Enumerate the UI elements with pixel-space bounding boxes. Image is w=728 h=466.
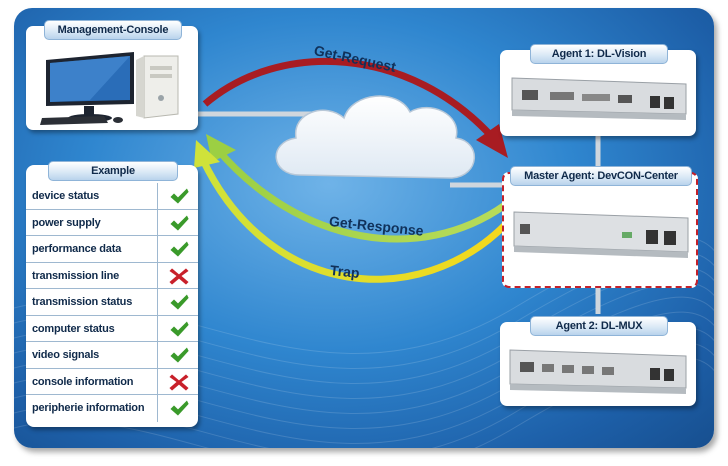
example-row-label: peripherie information (32, 402, 145, 414)
example-row: peripherie information (26, 395, 198, 422)
master-agent-box[interactable]: Master Agent: DevCON-Center (502, 166, 698, 288)
cross-icon (157, 262, 198, 288)
rack-device-icon (509, 349, 687, 394)
example-row: computer status (26, 315, 198, 342)
example-row: console information (26, 368, 198, 395)
pc-tower-icon (136, 55, 179, 119)
example-row: transmission status (26, 289, 198, 316)
pc-monitor-icon (46, 52, 134, 122)
example-row-label: transmission status (32, 296, 133, 308)
rack-device-icon (513, 211, 689, 258)
example-row: power supply (26, 209, 198, 236)
example-row-label: video signals (32, 349, 100, 361)
agent1-title: Agent 1: DL-Vision (530, 44, 668, 64)
example-table: Example device status power supply perform… (26, 161, 198, 427)
example-row: performance data (26, 236, 198, 263)
check-icon (157, 209, 198, 235)
agent1-box[interactable]: Agent 1: DL-Vision (500, 44, 696, 136)
rack-device-icon (511, 77, 687, 120)
master-agent-title: Master Agent: DevCON-Center (510, 166, 692, 186)
agent2-box[interactable]: Agent 2: DL-MUX (500, 316, 696, 406)
trap-label: Trap (329, 262, 361, 282)
check-icon (157, 395, 198, 422)
example-row: video signals (26, 342, 198, 369)
management-console-title: Management-Console (44, 20, 182, 40)
cloud-icon (275, 95, 475, 179)
get-response-arrow (206, 134, 508, 243)
management-console-box[interactable]: Management-Console (26, 20, 198, 130)
example-row: transmission line (26, 262, 198, 289)
example-rows: device status power supply performance dat… (26, 183, 198, 422)
example-row-label: device status (32, 190, 100, 202)
pc-icon (40, 52, 179, 125)
check-icon (157, 236, 198, 262)
example-row: device status (26, 183, 198, 210)
check-icon (157, 342, 198, 368)
example-row-label: transmission line (32, 269, 120, 282)
check-icon (157, 183, 198, 209)
cross-icon (157, 368, 198, 394)
example-row-label: console information (32, 375, 134, 388)
trap-arrow (194, 140, 508, 283)
example-row-label: power supply (32, 216, 101, 229)
check-icon (157, 315, 198, 341)
example-title: Example (48, 161, 178, 181)
example-row-label: performance data (32, 243, 122, 255)
example-row-label: computer status (32, 322, 115, 335)
check-icon (157, 289, 198, 315)
agent2-title: Agent 2: DL-MUX (530, 316, 668, 336)
